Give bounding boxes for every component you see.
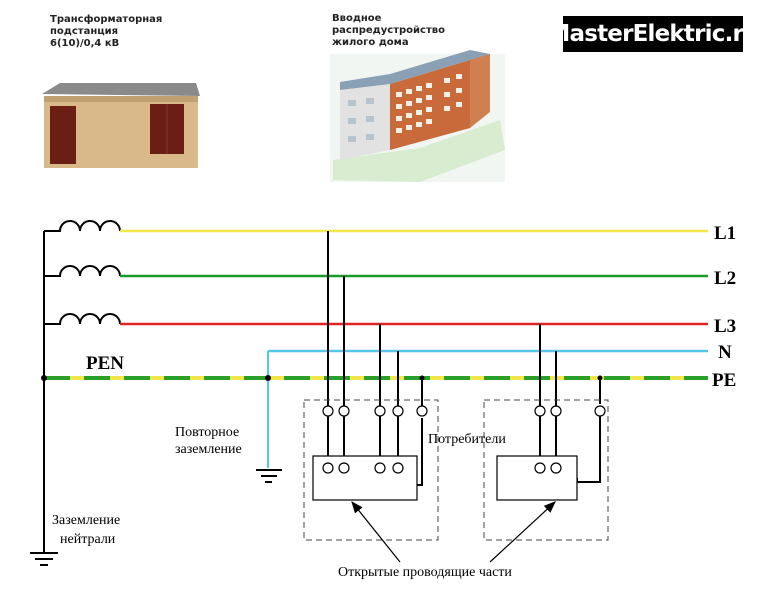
repeat-ground-symbol (256, 469, 282, 483)
label-n: N (718, 342, 732, 363)
junction-pen-start (41, 375, 47, 381)
substation-door-left (50, 106, 76, 164)
label-consumers: Потребители (428, 432, 506, 447)
label-neutral-ground-2: нейтрали (60, 532, 116, 547)
terminals (322, 405, 606, 474)
brand-logo[interactable]: MasterElektric.ru (547, 16, 759, 52)
label-repeat-ground-1: Повторное (175, 425, 239, 440)
label-open-parts: Открытые проводящие части (338, 565, 512, 580)
consumer-2-box (496, 455, 578, 501)
label-l3: L3 (714, 316, 736, 337)
bus-lines (44, 229, 708, 468)
winding-l3 (44, 313, 121, 325)
substation-caption: Трансформаторная подстанция 6(10)/0,4 кВ (50, 14, 163, 49)
label-pen: PEN (86, 353, 124, 374)
label-l2: L2 (714, 268, 736, 289)
consumer-1-enclosure (303, 399, 439, 541)
substation-roof (42, 83, 200, 96)
building-caption: Вводное распредустройство жилого дома (332, 13, 445, 48)
arrow-open-parts-1 (351, 501, 401, 563)
arrow-open-parts-2 (489, 501, 556, 563)
label-pe: PE (712, 370, 736, 391)
label-l1: L1 (714, 223, 736, 244)
junctions (41, 375, 603, 381)
label-neutral-ground-1: Заземление (52, 513, 120, 528)
winding-l2 (44, 265, 121, 277)
consumer-2-enclosure (483, 399, 609, 541)
transformer-windings (43, 220, 121, 553)
building-side (340, 84, 390, 160)
building-illustration (330, 50, 505, 182)
label-repeat-ground-2: заземление (175, 442, 242, 457)
junction-repeat-ground (265, 375, 271, 381)
winding-l1 (44, 220, 121, 232)
substation-illustration (42, 83, 200, 168)
building-roof (340, 50, 490, 90)
consumer-1-drops (327, 231, 423, 486)
neutral-ground-symbol (30, 552, 58, 566)
